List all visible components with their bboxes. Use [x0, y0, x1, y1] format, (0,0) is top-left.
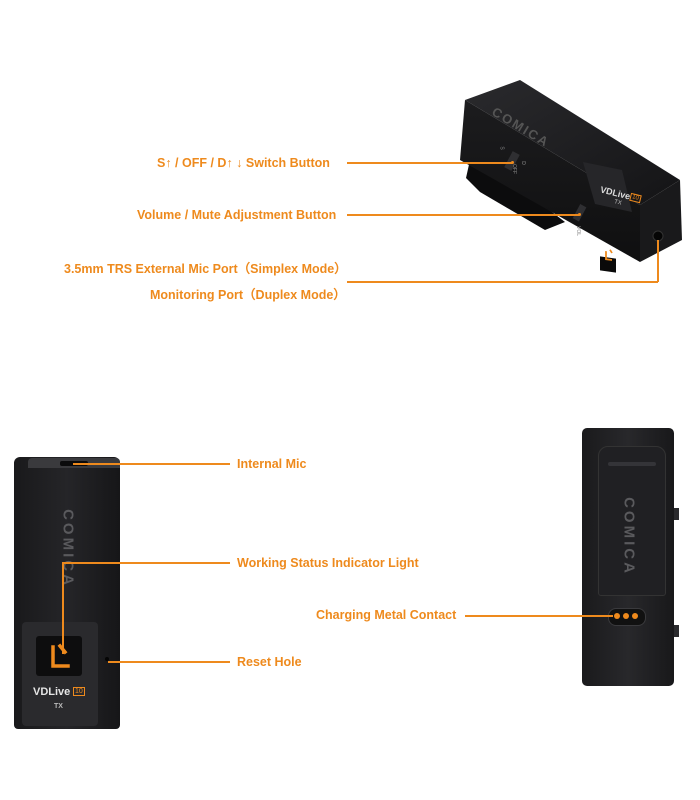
top-device-clip: [466, 160, 565, 230]
leader-status-light-vertical: [62, 562, 64, 654]
top-device-front-panel: [583, 162, 632, 212]
top-device-side-face: [460, 100, 640, 262]
leader-switch-dot: [511, 161, 514, 164]
leader-switch-button: [347, 162, 512, 164]
front-device-unit: TX: [54, 703, 63, 710]
back-device-side-tab-top: [674, 508, 679, 520]
leader-charging-contact: [465, 615, 613, 617]
top-device-switch-mark-s: S: [498, 146, 505, 150]
label-volume-button: Volume / Mute Adjustment Button: [137, 208, 337, 222]
top-device-end-face: [640, 180, 682, 262]
leader-mic-port: [347, 281, 658, 283]
front-device-model-badge: 10: [73, 687, 85, 696]
label-monitor-port: Monitoring Port（Duplex Mode）: [150, 288, 346, 302]
leader-status-light: [62, 562, 230, 564]
back-device-contact-pin-2: [623, 613, 629, 619]
label-mic-port: 3.5mm TRS External Mic Port（Simplex Mode…: [64, 262, 347, 276]
leader-mic-port-vertical: [657, 240, 659, 282]
back-device-brand: COMICA: [620, 497, 638, 576]
front-device-reset-hole: [105, 657, 109, 661]
label-reset-hole: Reset Hole: [237, 655, 302, 669]
leader-volume-dot: [578, 213, 581, 216]
back-device-clip-groove: [608, 462, 656, 466]
top-device-switch-mark-off: OFF: [511, 164, 517, 174]
label-internal-mic: Internal Mic: [237, 457, 307, 471]
leader-internal-mic: [73, 463, 230, 465]
label-switch-button: S↑ / OFF / D↑ ↓ Switch Button: [157, 156, 330, 170]
back-device-side-tab-bottom: [674, 625, 679, 637]
front-device-model: VDLive: [33, 686, 71, 698]
front-device-status-window: [36, 636, 82, 676]
top-device-top-face: [465, 80, 680, 205]
back-device-contact-pin-3: [632, 613, 638, 619]
leader-reset-hole: [108, 661, 230, 663]
top-device-vol-mark: VOL: [575, 225, 582, 237]
top-device-volume-button: [572, 204, 587, 222]
label-status-light: Working Status Indicator Light: [237, 556, 419, 570]
leader-volume-button: [347, 214, 579, 216]
back-device-contact-pin-1: [614, 613, 620, 619]
label-charging-contact: Charging Metal Contact: [316, 608, 457, 622]
top-device-switch-mark-d: D: [519, 161, 526, 165]
top-device-status-logo: [605, 249, 613, 261]
back-device-clip: [598, 446, 666, 596]
